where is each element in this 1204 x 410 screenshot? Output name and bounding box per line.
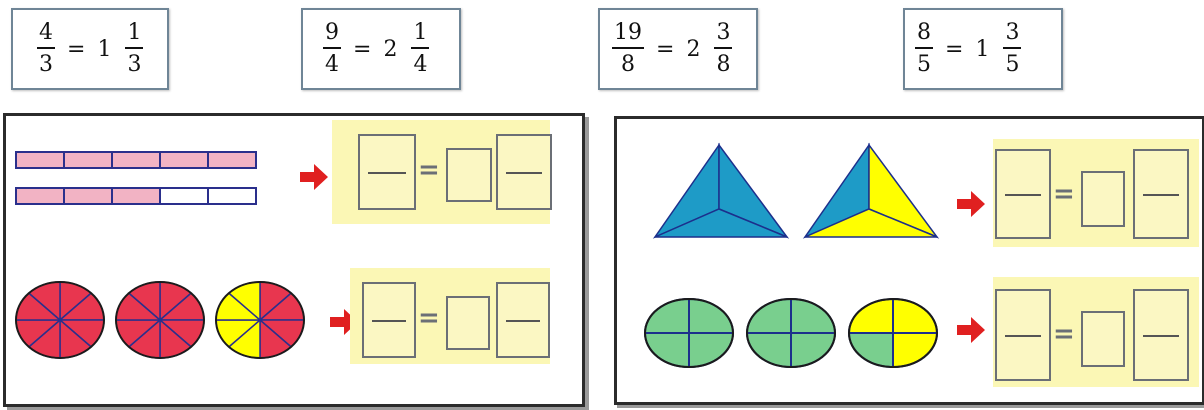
- fraction-circles: [15, 281, 305, 359]
- whole-number: 2: [686, 36, 701, 62]
- fraction-triangles: [652, 142, 940, 239]
- whole-number-box[interactable]: [1081, 171, 1125, 227]
- proper-fraction: 3 5: [1003, 20, 1022, 77]
- denominator: 5: [917, 52, 931, 77]
- circle-outline: [215, 281, 305, 359]
- numerator-denominator-box[interactable]: [995, 149, 1051, 239]
- equals-sign: =: [945, 36, 964, 62]
- strip-segment: [111, 151, 161, 169]
- denominator: 3: [127, 52, 142, 77]
- numerator-denominator-box[interactable]: [496, 282, 550, 358]
- circle-outline: [15, 281, 105, 359]
- numerator: 19: [614, 20, 642, 45]
- numerator: 3: [716, 20, 731, 45]
- equals-sign: =: [418, 303, 440, 333]
- strip-segment: [207, 187, 257, 205]
- equation-card-2: 9 4 = 2 1 4: [301, 8, 461, 90]
- whole-number-box[interactable]: [1081, 311, 1125, 367]
- denominator: 4: [325, 52, 339, 77]
- equals-sign: =: [656, 36, 675, 62]
- numerator-denominator-box[interactable]: [1133, 289, 1189, 381]
- equals-sign: =: [67, 36, 86, 62]
- numerator: 1: [413, 20, 428, 45]
- proper-fraction: 3 8: [714, 20, 733, 77]
- arrow-icon: [957, 191, 985, 217]
- denominator: 5: [1005, 52, 1020, 77]
- numerator-denominator-box[interactable]: [362, 282, 416, 358]
- fraction-ellipses: [643, 297, 939, 369]
- numerator: 3: [1005, 20, 1020, 45]
- ellipse-outline: [848, 298, 938, 368]
- whole-number-box[interactable]: [446, 296, 490, 350]
- equation-card-3: 19 8 = 2 3 8: [598, 8, 758, 90]
- strip-segment: [159, 187, 209, 205]
- right-exercise-panel: = =: [614, 116, 1204, 405]
- arrow-icon: [957, 317, 985, 343]
- triangle-part: [654, 208, 788, 238]
- denominator: 3: [39, 52, 53, 77]
- denominator: 4: [413, 52, 428, 77]
- improper-fraction: 19 8: [612, 22, 644, 76]
- whole-number: 1: [97, 36, 112, 62]
- improper-fraction: 9 4: [323, 22, 341, 76]
- fraction-strips: [15, 151, 257, 205]
- denominator: 8: [716, 52, 731, 77]
- numerator-denominator-box[interactable]: [358, 134, 416, 210]
- equation-card-1: 4 3 = 1 1 3: [11, 8, 169, 90]
- numerator-denominator-box[interactable]: [1133, 149, 1189, 239]
- equals-sign: =: [1053, 179, 1075, 209]
- strip-segment: [159, 151, 209, 169]
- ellipse-outline: [746, 298, 836, 368]
- triangle-part: [804, 208, 938, 238]
- strip-segment: [63, 151, 113, 169]
- whole-number-box[interactable]: [446, 148, 492, 202]
- numerator: 4: [39, 20, 53, 45]
- numerator: 9: [325, 20, 339, 45]
- strip-segment: [15, 151, 65, 169]
- denominator: 8: [621, 52, 635, 77]
- strip-segment: [111, 187, 161, 205]
- strip-segment: [63, 187, 113, 205]
- numerator-denominator-box[interactable]: [995, 289, 1051, 381]
- numerator: 8: [917, 20, 931, 45]
- ellipse-outline: [644, 298, 734, 368]
- circle-outline: [115, 281, 205, 359]
- equals-sign: =: [1053, 319, 1075, 349]
- equation-card-4: 8 5 = 1 3 5: [903, 8, 1063, 90]
- numerator: 1: [127, 20, 142, 45]
- arrow-icon: [300, 164, 328, 190]
- left-exercise-panel: = =: [3, 113, 585, 407]
- improper-fraction: 8 5: [915, 22, 933, 76]
- numerator-denominator-box[interactable]: [496, 134, 552, 210]
- equals-sign: =: [353, 36, 372, 62]
- strip-segment: [15, 187, 65, 205]
- improper-fraction: 4 3: [37, 22, 55, 76]
- equals-sign: =: [418, 155, 440, 185]
- whole-number: 2: [383, 36, 398, 62]
- strip-segment: [207, 151, 257, 169]
- whole-number: 1: [975, 36, 990, 62]
- proper-fraction: 1 4: [411, 20, 430, 77]
- proper-fraction: 1 3: [125, 20, 144, 77]
